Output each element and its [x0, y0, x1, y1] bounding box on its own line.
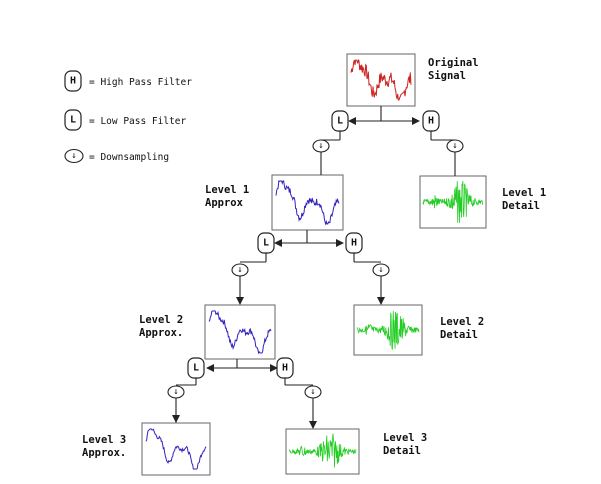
low-pass-block-icon	[257, 232, 275, 254]
level1-detail-label-line2: Detail	[502, 200, 540, 212]
legend-downsampling: ↓ = Downsampling	[64, 148, 169, 164]
downsampling-block-label: ↓	[310, 387, 315, 397]
level3-approx-box	[141, 422, 211, 476]
level1-approx-box	[271, 174, 344, 231]
low-pass-block-label: L	[193, 363, 199, 374]
level2-approx-box	[204, 304, 276, 360]
level3-approx-waveform	[145, 428, 207, 470]
low-pass-block-label: L	[337, 116, 343, 127]
legend: H = High Pass Filter L = Low Pass Filter…	[64, 70, 192, 164]
level1-detail-waveform	[422, 181, 484, 223]
downsampling-block-icon	[446, 139, 464, 153]
downsample-l2-approx: ↓	[231, 263, 249, 277]
level3-detail-label-line2: Detail	[383, 445, 421, 457]
downsampling-block-icon	[312, 139, 330, 153]
downsampling-block-icon	[372, 263, 390, 277]
low-pass-icon	[64, 109, 82, 131]
legend-high-pass: H = High Pass Filter	[64, 70, 192, 92]
downsampling-block-label: ↓	[173, 387, 178, 397]
level3-detail-box	[285, 428, 360, 475]
level2-approx-waveform	[208, 310, 272, 355]
original-label-line2: Signal	[428, 70, 466, 82]
downsampling-icon	[64, 148, 84, 164]
downsampling-symbol: ↓	[71, 151, 76, 161]
high-pass-block-label: H	[282, 363, 288, 374]
downsampling-block-icon	[304, 385, 322, 399]
filter-l1-high: H	[422, 110, 440, 132]
downsample-l3-detail: ↓	[304, 385, 322, 399]
low-pass-block-label: L	[263, 238, 269, 249]
high-pass-block-label: H	[351, 238, 357, 249]
downsampling-block-icon	[231, 263, 249, 277]
original-signal-waveform	[350, 58, 412, 101]
high-pass-block-label: H	[428, 116, 434, 127]
high-pass-block-icon	[345, 232, 363, 254]
level2-approx-label-line1: Level 2	[139, 314, 183, 326]
level3-approx-label-line1: Level 3	[82, 434, 126, 446]
level3-detail-waveform	[288, 433, 357, 468]
high-pass-block-icon	[422, 110, 440, 132]
downsampling-block-icon	[167, 385, 185, 399]
low-pass-legend-text: = Low Pass Filter	[89, 116, 187, 127]
level2-detail-label-line2: Detail	[440, 329, 478, 341]
level1-approx-label-line1: Level 1	[205, 184, 249, 196]
downsampling-block-label: ↓	[237, 265, 242, 275]
filter-l3-high: H	[276, 357, 294, 379]
level1-approx-waveform	[275, 180, 340, 226]
high-pass-block-icon	[276, 357, 294, 379]
filter-l3-low: L	[187, 357, 205, 379]
level2-detail-box	[353, 304, 423, 356]
downsample-l3-approx: ↓	[167, 385, 185, 399]
downsampling-block-label: ↓	[318, 141, 323, 151]
level2-approx-label-line2: Approx.	[139, 327, 183, 339]
downsampling-legend-text: = Downsampling	[89, 152, 169, 163]
level1-detail-box	[419, 175, 487, 229]
level2-detail-label-line1: Level 2	[440, 316, 484, 328]
low-pass-block-icon	[187, 357, 205, 379]
level3-detail-label-line1: Level 3	[383, 432, 427, 444]
downsampling-block-label: ↓	[378, 265, 383, 275]
high-pass-symbol: H	[70, 76, 76, 87]
original-label-line1: Original	[428, 57, 479, 69]
filter-l2-high: H	[345, 232, 363, 254]
downsampling-block-label: ↓	[452, 141, 457, 151]
original-signal-box	[346, 53, 416, 107]
legend-low-pass: L = Low Pass Filter	[64, 109, 187, 131]
high-pass-icon	[64, 70, 82, 92]
low-pass-symbol: L	[70, 115, 76, 126]
level1-approx-label-line2: Approx	[205, 197, 244, 209]
connectors	[172, 106, 456, 429]
level1-detail-label-line1: Level 1	[502, 187, 546, 199]
filter-l1-low: L	[331, 110, 349, 132]
downsample-l1-detail: ↓	[446, 139, 464, 153]
filter-l2-low: L	[257, 232, 275, 254]
low-pass-block-icon	[331, 110, 349, 132]
high-pass-legend-text: = High Pass Filter	[89, 77, 192, 88]
level3-approx-frame	[141, 422, 211, 476]
level2-detail-waveform	[356, 311, 420, 350]
downsample-l2-detail: ↓	[372, 263, 390, 277]
level3-approx-label-line2: Approx.	[82, 447, 126, 459]
downsample-l1-approx: ↓	[312, 139, 330, 153]
